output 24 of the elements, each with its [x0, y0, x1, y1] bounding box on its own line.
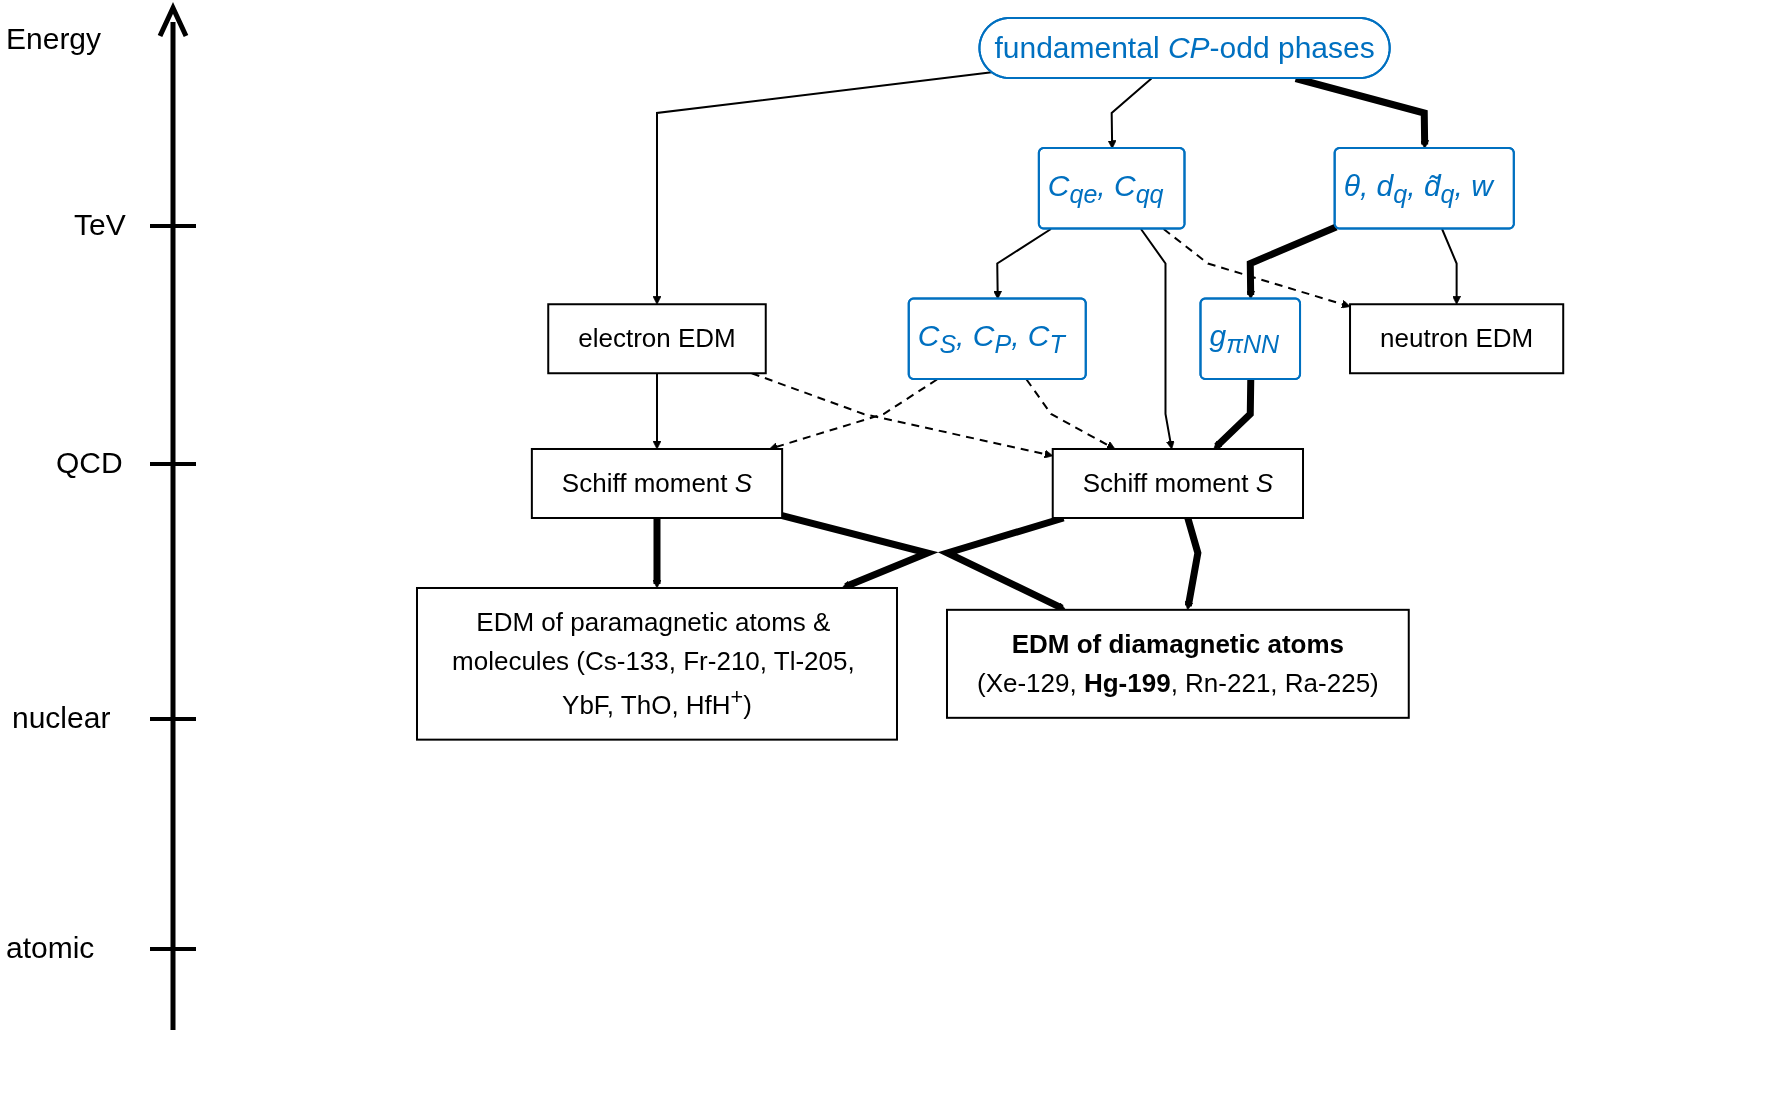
arrow	[652, 372, 662, 450]
arrow	[993, 228, 1052, 300]
node-box: neutron EDM	[1348, 303, 1565, 375]
arrow	[1162, 228, 1351, 309]
axis-label: atomic	[6, 931, 95, 965]
node-box: Schiff moment S	[1051, 448, 1304, 519]
axis-label: QCD	[56, 446, 123, 480]
node-box: EDM of diamagnetic atoms (Xe-129, Hg-199, Rn-221, Ra-225)	[945, 608, 1410, 719]
axis-label: nuclear	[12, 701, 111, 735]
node-box: electron EDM	[547, 303, 767, 375]
arrow	[1025, 378, 1116, 450]
arrow	[652, 518, 662, 589]
node-box: EDM of paramagnetic atoms & molecules (Cs-133, Fr-210, Tl-205, YbF, ThO, HfH$^{+}$)	[415, 587, 898, 741]
node-box: Schiff moment S	[530, 448, 784, 519]
arrow	[1440, 228, 1461, 305]
arrow	[1107, 77, 1153, 149]
arrow	[652, 71, 993, 305]
axis-label: Energy	[6, 22, 102, 56]
arrow	[1246, 223, 1338, 300]
arrow	[1184, 517, 1202, 611]
arrow	[1213, 379, 1255, 450]
axis-label: TeV	[74, 208, 126, 242]
arrow	[1139, 228, 1175, 450]
arrow	[769, 378, 938, 451]
